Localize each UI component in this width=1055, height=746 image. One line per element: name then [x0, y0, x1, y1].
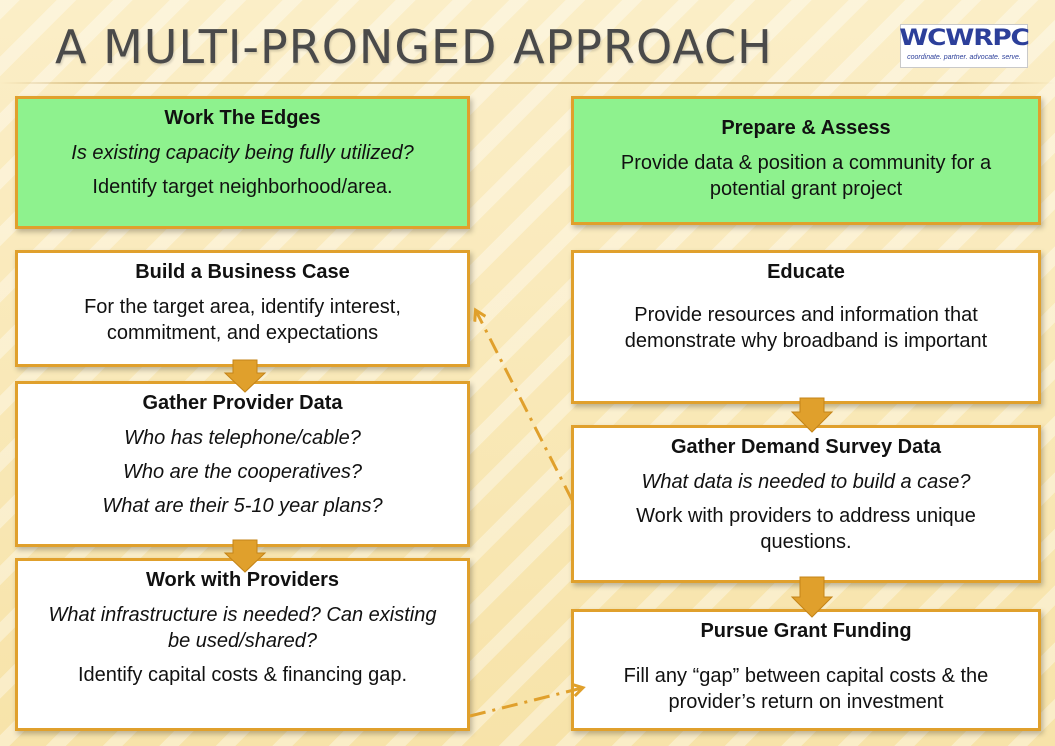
work-the-edges-box: Work The Edges Is existing capacity bein… — [15, 96, 470, 229]
dashed-arrow-demand-to-business — [476, 311, 574, 501]
dashed-arrow-providers-to-grant — [469, 688, 582, 718]
prepare-assess-text: Provide data & position a community for … — [620, 152, 992, 200]
capital-costs-text: Identify capital costs & financing gap. — [77, 664, 408, 686]
business-case-box: Build a Business Case For the target are… — [15, 250, 470, 367]
grant-funding-text: Fill any “gap” between capital costs & t… — [623, 665, 989, 713]
wcwrpc-logo: WCWRPC coordinate. partner. advocate. se… — [899, 24, 1030, 68]
educate-heading: Educate — [767, 261, 845, 283]
demand-survey-box: Gather Demand Survey Data What data is n… — [571, 425, 1041, 583]
business-case-text: For the target area, identify interest, … — [84, 296, 401, 344]
grant-funding-heading: Pursue Grant Funding — [700, 620, 912, 642]
build-case-question: What data is needed to build a case? — [641, 471, 971, 493]
title-divider — [0, 82, 1055, 84]
cooperatives-question: Who are the cooperatives? — [122, 461, 363, 483]
telephone-cable-question: Who has telephone/cable? — [124, 427, 361, 449]
business-case-heading: Build a Business Case — [135, 261, 350, 283]
work-the-edges-heading: Work The Edges — [164, 107, 321, 129]
logo-mark: WCWRPC — [899, 26, 1030, 51]
unique-questions-text: Work with providers to address unique qu… — [636, 505, 976, 553]
prepare-assess-box: Prepare & Assess Provide data & position… — [571, 96, 1041, 225]
logo-tagline: coordinate. partner. advocate. serve. — [907, 54, 1021, 61]
page-title: A MULTI-PRONGED APPROACH — [55, 20, 773, 74]
infrastructure-question: What infrastructure is needed? Can exist… — [48, 604, 437, 652]
educate-box: Educate Provide resources and informatio… — [571, 250, 1041, 404]
provider-data-box: Gather Provider Data Who has telephone/c… — [15, 381, 470, 547]
work-with-providers-box: Work with Providers What infrastructure … — [15, 558, 470, 731]
capacity-question: Is existing capacity being fully utilize… — [71, 142, 414, 164]
work-with-providers-heading: Work with Providers — [145, 569, 339, 591]
prepare-assess-heading: Prepare & Assess — [721, 117, 891, 139]
provider-data-heading: Gather Provider Data — [142, 392, 343, 414]
grant-funding-box: Pursue Grant Funding Fill any “gap” betw… — [571, 609, 1041, 731]
plans-question: What are their 5-10 year plans? — [102, 495, 383, 517]
demand-survey-heading: Gather Demand Survey Data — [670, 436, 942, 458]
educate-text: Provide resources and information that d… — [624, 304, 988, 352]
target-area-text: Identify target neighborhood/area. — [92, 176, 393, 198]
